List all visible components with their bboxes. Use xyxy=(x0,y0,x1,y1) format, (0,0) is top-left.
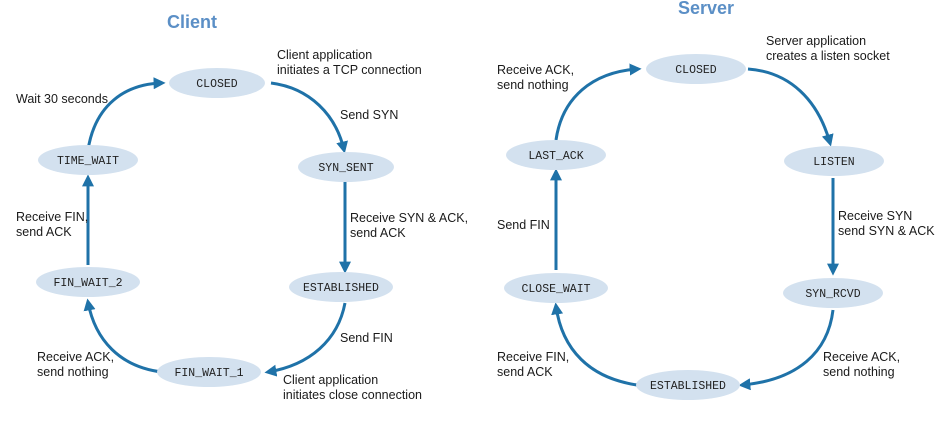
edge-server-established-to-closewait xyxy=(551,302,638,387)
server-label-recv-ack: Receive ACK, send nothing xyxy=(823,350,904,379)
server-label-recv-syn: Receive SYN send SYN & ACK xyxy=(838,209,935,238)
server-state-established-label: ESTABLISHED xyxy=(650,380,726,393)
server-label-send-fin: Send FIN xyxy=(497,218,550,232)
client-state-established: ESTABLISHED xyxy=(289,272,393,302)
server-label-recv-fin: Receive FIN, send ACK xyxy=(497,350,573,379)
client-label-recv-fin: Receive FIN, send ACK xyxy=(16,210,92,239)
client-label-connect: Client application initiates a TCP conne… xyxy=(277,48,422,77)
client-state-closed: CLOSED xyxy=(169,68,265,98)
client-state-time-wait: TIME_WAIT xyxy=(38,145,138,175)
client-label-send-syn: Send SYN xyxy=(340,108,398,122)
server-state-close-wait: CLOSE_WAIT xyxy=(504,273,608,303)
server-state-closed: CLOSED xyxy=(646,54,746,84)
client-label-syn-ack: Receive SYN & ACK, send ACK xyxy=(350,211,472,240)
server-label-last: Receive ACK, send nothing xyxy=(497,63,578,92)
server-title: Server xyxy=(678,0,734,18)
server-state-syn-rcvd: SYN_RCVD xyxy=(783,278,883,308)
server-state-last-ack-label: LAST_ACK xyxy=(528,150,583,163)
client-label-recv-ack: Receive ACK, send nothing xyxy=(37,350,118,379)
client-label-wait: Wait 30 seconds xyxy=(16,92,108,106)
client-label-close: Client application initiates close conne… xyxy=(283,373,422,402)
client-state-syn-sent: SYN_SENT xyxy=(298,152,394,182)
client-label-send-fin: Send FIN xyxy=(340,331,393,345)
client-state-fin-wait-1: FIN_WAIT_1 xyxy=(157,357,261,387)
server-state-closed-label: CLOSED xyxy=(675,64,717,77)
server-label-listen: Server application creates a listen sock… xyxy=(766,34,890,63)
server-state-listen: LISTEN xyxy=(784,146,884,176)
server-state-listen-label: LISTEN xyxy=(813,156,854,169)
edge-client-finwait1-to-finwait2 xyxy=(83,298,163,374)
client-title: Client xyxy=(167,12,217,32)
edge-client-timewait-to-closed xyxy=(86,77,166,151)
server-state-syn-rcvd-label: SYN_RCVD xyxy=(805,288,860,301)
client-state-established-label: ESTABLISHED xyxy=(303,282,379,295)
client-state-syn-sent-label: SYN_SENT xyxy=(318,162,373,175)
edge-server-closed-to-listen xyxy=(747,67,834,147)
server-state-last-ack: LAST_ACK xyxy=(506,140,606,170)
edge-server-lastack-to-closed xyxy=(554,63,642,141)
edge-client-closed-to-synsent xyxy=(270,81,348,154)
server-state-established: ESTABLISHED xyxy=(636,370,740,400)
client-state-fin-wait-2: FIN_WAIT_2 xyxy=(36,267,140,297)
client-state-time-wait-label: TIME_WAIT xyxy=(57,155,119,168)
edge-server-synrcvd-to-established xyxy=(738,309,835,391)
client-state-fin-wait-2-label: FIN_WAIT_2 xyxy=(53,277,122,290)
server-state-close-wait-label: CLOSE_WAIT xyxy=(521,283,590,296)
client-state-fin-wait-1-label: FIN_WAIT_1 xyxy=(174,367,243,380)
client-state-closed-label: CLOSED xyxy=(196,78,238,91)
edge-client-established-to-finwait1 xyxy=(264,302,347,377)
